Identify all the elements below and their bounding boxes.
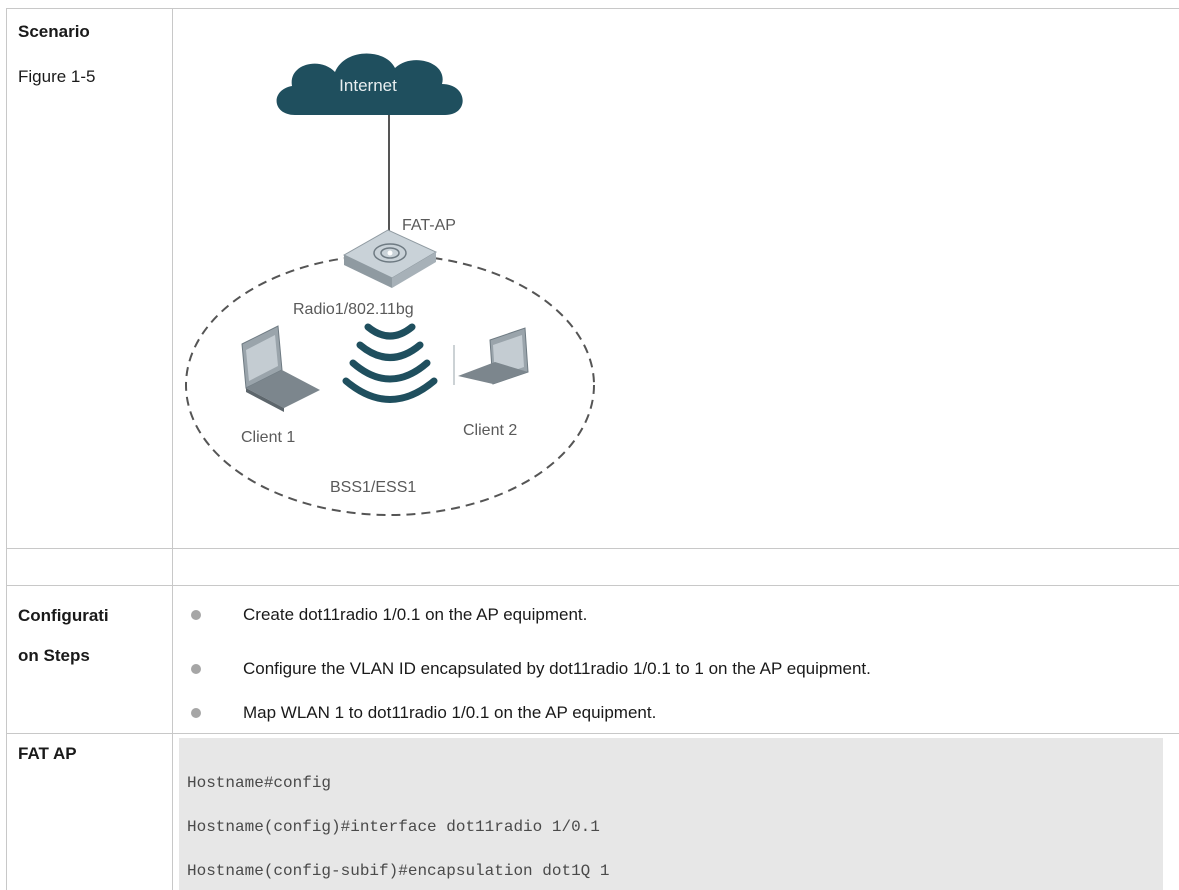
code-line-1: Hostname#config: [187, 774, 332, 792]
fat-ap-label: FAT-AP: [402, 217, 456, 234]
client2-label: Client 2: [463, 422, 517, 439]
client1-laptop-icon: [241, 325, 320, 412]
network-diagram: Internet FAT-AP Radio1/802.11bg: [185, 53, 595, 516]
client2-laptop-icon: [453, 327, 529, 385]
bss-label: BSS1/ESS1: [330, 479, 416, 496]
bullet-icon: [191, 610, 201, 620]
table-row-divider: [6, 585, 1179, 586]
table-column-divider: [172, 8, 173, 890]
config-step-2: Configure the VLAN ID encapsulated by do…: [243, 659, 871, 678]
access-point-icon: [342, 229, 438, 288]
figure-caption: Figure 1-5: [18, 67, 96, 86]
scenario-heading: Scenario: [18, 22, 90, 41]
internet-cloud-icon: [276, 53, 463, 115]
wireless-signal-icon: [342, 323, 438, 403]
table-row-divider: [6, 548, 1179, 549]
fat-ap-heading: FAT AP: [18, 744, 77, 763]
table-border-top: [6, 8, 1179, 9]
table-border-left: [6, 8, 7, 890]
bullet-icon: [191, 664, 201, 674]
config-step-3: Map WLAN 1 to dot11radio 1/0.1 on the AP…: [243, 703, 657, 722]
client1-label: Client 1: [241, 429, 295, 446]
code-line-2: Hostname(config)#interface dot11radio 1/…: [187, 818, 600, 836]
code-block: [179, 738, 1163, 890]
configuration-heading-line2: on Steps: [18, 646, 90, 665]
internet-label: Internet: [339, 76, 397, 95]
code-line-3: Hostname(config-subif)#encapsulation dot…: [187, 862, 610, 880]
config-step-1: Create dot11radio 1/0.1 on the AP equipm…: [243, 605, 588, 624]
bullet-icon: [191, 708, 201, 718]
table-row-divider: [6, 733, 1179, 734]
radio-label: Radio1/802.11bg: [293, 301, 414, 318]
configuration-heading-line1: Configurati: [18, 606, 109, 625]
